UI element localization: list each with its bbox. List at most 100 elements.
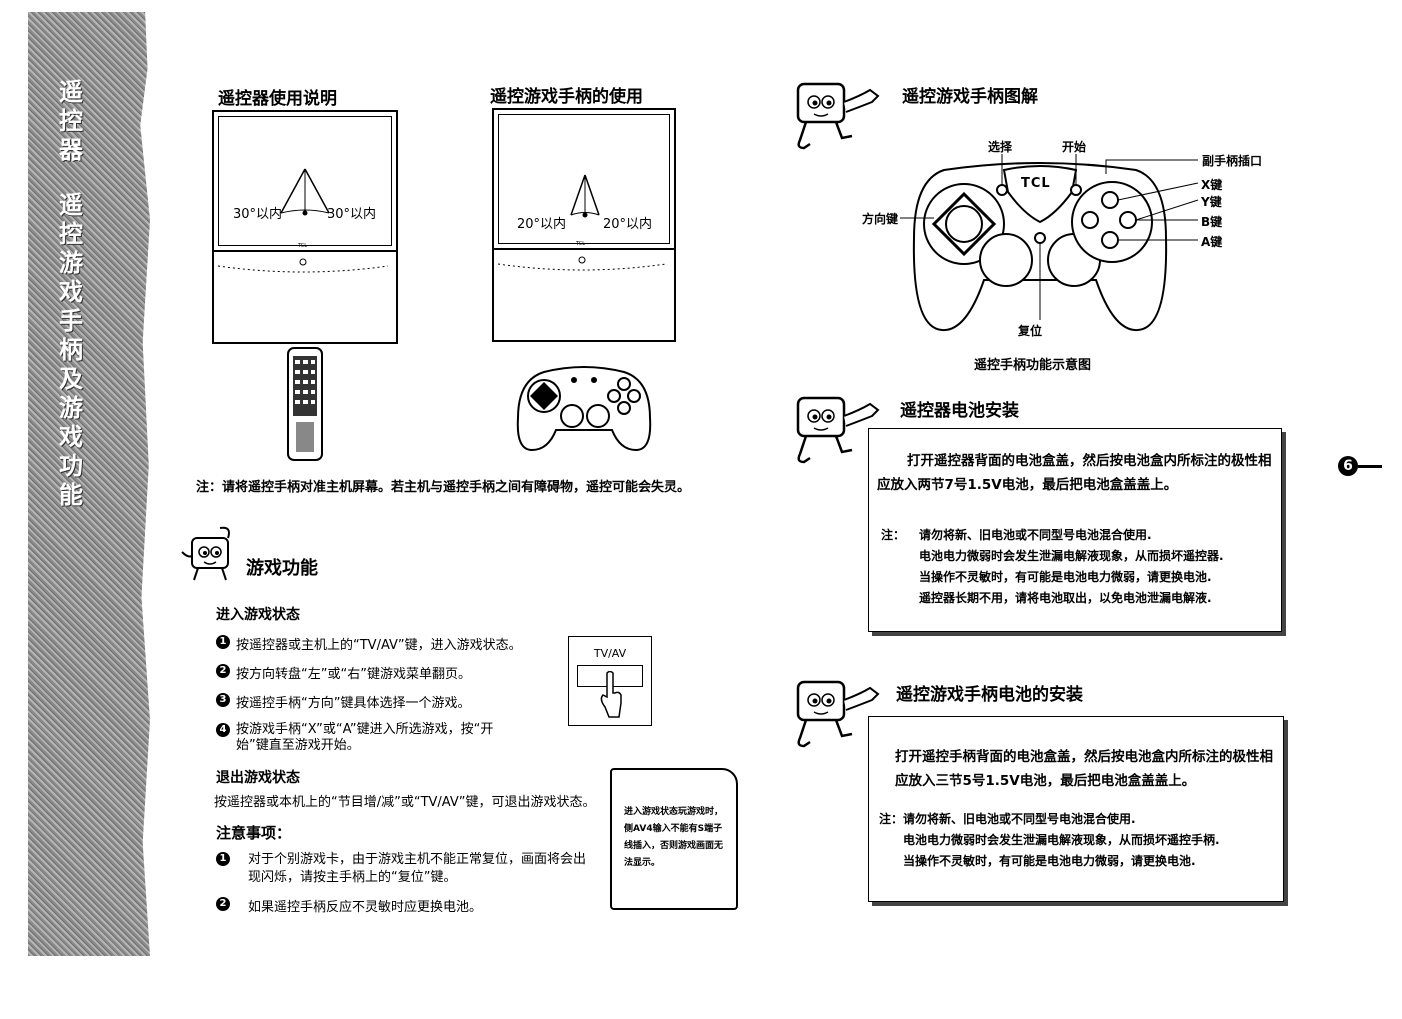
gamepad-diagram-title: 遥控游戏手柄图解: [902, 87, 1038, 107]
tv-base: TCL: [494, 241, 674, 340]
caution-number: 2: [216, 897, 230, 911]
tv-screen: 30°以内 30°以内: [218, 116, 392, 246]
remote-battery-title: 遥控器电池安装: [900, 401, 1019, 421]
remote-battery-notes: 请勿将新、旧电池或不同型号电池混合使用. 电池电力微弱时会发生泄漏电解液现象，从…: [919, 525, 1279, 609]
label-start: 开始: [1062, 140, 1087, 154]
remote-battery-box: 打开遥控器背面的电池盒盖，然后按电池盒内所标注的极性相应放入两节7号1.5V电池…: [868, 428, 1282, 632]
label-x-key: X键: [1201, 178, 1223, 192]
diagram-caption: 遥控手柄功能示意图: [974, 358, 1092, 373]
step-number: 4: [216, 723, 230, 737]
angle-left-label: 30°以内: [233, 207, 283, 222]
page-number: 6: [1338, 456, 1358, 476]
gamepad-battery-notes: 请勿将新、旧电池或不同型号电池混合使用. 电池电力微弱时会发生泄漏电解液现象，从…: [903, 809, 1279, 872]
label-dpad: 方向键: [862, 212, 899, 226]
step-text: 按遥控器或主机上的“TV/AV”键，进入游戏状态。: [236, 638, 522, 653]
sidebar-title: 遥 控 器 遥 控 游 戏 手 柄 及 游 戏 功 能: [50, 78, 92, 510]
sidebar-char: 控: [59, 220, 83, 248]
step-number: 2: [216, 664, 230, 678]
gamepad-battery-box: 打开遥控手柄背面的电池盒盖，然后按电池盒内所标注的极性相应放入三节5号1.5V电…: [868, 716, 1284, 902]
note-line: 当操作不灵敏时，有可能是电池电力微弱，请更换电池.: [919, 570, 1212, 584]
av4-warning-text: 进入游戏状态玩游戏时，侧AV4输入不能有S端子线插入，否则游戏画面无法显示。: [624, 807, 724, 868]
list-item: 2 按方向转盘“左”或“右”键游戏菜单翻页。: [216, 663, 556, 682]
step-number: 3: [216, 693, 230, 707]
tv-base: TCL: [214, 243, 396, 342]
step-text: 按遥控手柄“方向”键具体选择一个游戏。: [236, 696, 471, 711]
caution-text: 如果遥控手柄反应不灵敏时应更换电池。: [248, 900, 483, 915]
gamepad-diagram: [900, 154, 1199, 332]
note-line: 电池电力微弱时会发生泄漏电解液现象，从而损坏遥控器.: [919, 549, 1224, 563]
label-aux-port: 副手柄插口: [1202, 154, 1263, 168]
sidebar-char: 戏: [59, 278, 83, 306]
label-select: 选择: [988, 140, 1013, 154]
list-item: 2 如果遥控手柄反应不灵敏时应更换电池。: [216, 896, 596, 915]
caution-number: 1: [216, 852, 230, 866]
step-text: 按方向转盘“左”或“右”键游戏菜单翻页。: [236, 667, 471, 682]
sidebar-char: 及: [59, 365, 83, 393]
sidebar-char: 柄: [59, 336, 83, 364]
note-line: 请勿将新、旧电池或不同型号电池混合使用.: [903, 812, 1136, 826]
tvav-button-illustration: TV/AV: [568, 636, 652, 726]
remote-control-icon: [287, 347, 323, 461]
label-y-key: Y键: [1201, 195, 1222, 209]
gamepad-usage-title: 遥控游戏手柄的使用: [490, 87, 643, 107]
note-line: 当操作不灵敏时，有可能是电池电力微弱，请更换电池.: [903, 854, 1196, 868]
list-item: 3 按遥控手柄“方向”键具体选择一个游戏。: [216, 692, 556, 711]
gamepad-battery-title: 遥控游戏手柄电池的安装: [896, 685, 1083, 705]
note-line: 请勿将新、旧电池或不同型号电池混合使用.: [919, 528, 1152, 542]
tvav-label: TV/AV: [593, 647, 627, 660]
sidebar-char: 游: [59, 249, 83, 277]
mascot-icon: [796, 82, 880, 150]
mascot-icon: [181, 526, 230, 581]
exit-game-text: 按遥控器或本机上的“节目增/减”或“TV/AV”键，可退出游戏状态。: [214, 795, 596, 810]
exit-game-title: 退出游戏状态: [216, 770, 300, 786]
gamepad-icon: [516, 366, 652, 452]
tv-speaker-icon: [217, 258, 389, 273]
list-item: 1 对于个别游戏卡，由于游戏主机不能正常复位，画面将会出现闪烁，请按主手柄上的“…: [216, 851, 596, 887]
av4-warning-card: 进入游戏状态玩游戏时，侧AV4输入不能有S端子线插入，否则游戏画面无法显示。: [610, 768, 738, 910]
caution-text: 对于个别游戏卡，由于游戏主机不能正常复位，画面将会出现闪烁，请按主手柄上的“复位…: [248, 852, 587, 885]
gamepad-battery-text: 打开遥控手柄背面的电池盒盖，然后按电池盒内所标注的极性相应放入三节5号1.5V电…: [895, 749, 1273, 789]
gamepad-battery-note-label: 注：: [879, 812, 904, 826]
enter-game-title: 进入游戏状态: [216, 607, 300, 623]
note-line: 电池电力微弱时会发生泄漏电解液现象，从而损坏遥控手柄.: [903, 833, 1220, 847]
cautions-title: 注意事项：: [216, 824, 292, 842]
label-reset: 复位: [1018, 324, 1043, 338]
gamepad-brand-logo: TCL: [1021, 176, 1051, 191]
sidebar-char: 能: [59, 481, 83, 509]
tv-brand-mark: TCL: [298, 243, 308, 249]
label-a-key: A键: [1201, 235, 1223, 249]
note-line: 遥控器长期不用，请将电池取出，以免电池泄漏电解液.: [919, 591, 1212, 605]
pointing-hand-icon: [600, 671, 622, 718]
sidebar-char: 遥: [59, 191, 83, 219]
mascot-icon: [796, 680, 880, 748]
sidebar-char: 器: [59, 136, 83, 164]
game-functions-title: 游戏功能: [246, 558, 318, 579]
sidebar-char: 遥: [59, 78, 83, 106]
angle-fan-icon: [570, 174, 600, 218]
angle-right-label: 30°以内: [327, 207, 377, 222]
list-item: 1 按遥控器或主机上的“TV/AV”键，进入游戏状态。: [216, 634, 556, 653]
remote-battery-text: 打开遥控器背面的电池盒盖，然后按电池盒内所标注的极性相应放入两节7号1.5V电池…: [877, 453, 1272, 493]
page-number-tick: [1358, 465, 1382, 468]
sidebar-char: 手: [59, 307, 83, 335]
list-item: 4 按游戏手柄“X”或“A”键进入所选游戏，按“开始”键直至游戏开始。: [216, 722, 516, 754]
angle-left-label: 20°以内: [517, 217, 567, 232]
tv-speaker-icon: [497, 256, 667, 271]
sidebar-char: 功: [59, 452, 83, 480]
sidebar-char: 游: [59, 394, 83, 422]
tv-illustration-remote: 30°以内 30°以内 TCL: [212, 110, 398, 344]
angle-right-label: 20°以内: [603, 217, 653, 232]
sidebar-texture: [28, 12, 150, 956]
step-text: 按游戏手柄“X”或“A”键进入所选游戏，按“开始”键直至游戏开始。: [236, 722, 494, 753]
label-b-key: B键: [1201, 215, 1223, 229]
sidebar-char: 控: [59, 107, 83, 135]
remote-battery-note-label: 注：: [881, 528, 906, 542]
remote-usage-title: 遥控器使用说明: [218, 89, 337, 109]
tv-illustration-gamepad: 20°以内 20°以内 TCL: [492, 108, 676, 342]
mascot-icon: [796, 396, 880, 464]
tv-screen: 20°以内 20°以内: [498, 114, 670, 244]
aim-note: 注：请将遥控手柄对准主机屏幕。若主机与遥控手柄之间有障碍物，遥控可能会失灵。: [196, 480, 691, 495]
angle-fan-icon: [280, 168, 330, 216]
step-number: 1: [216, 635, 230, 649]
sidebar-char: 戏: [59, 423, 83, 451]
